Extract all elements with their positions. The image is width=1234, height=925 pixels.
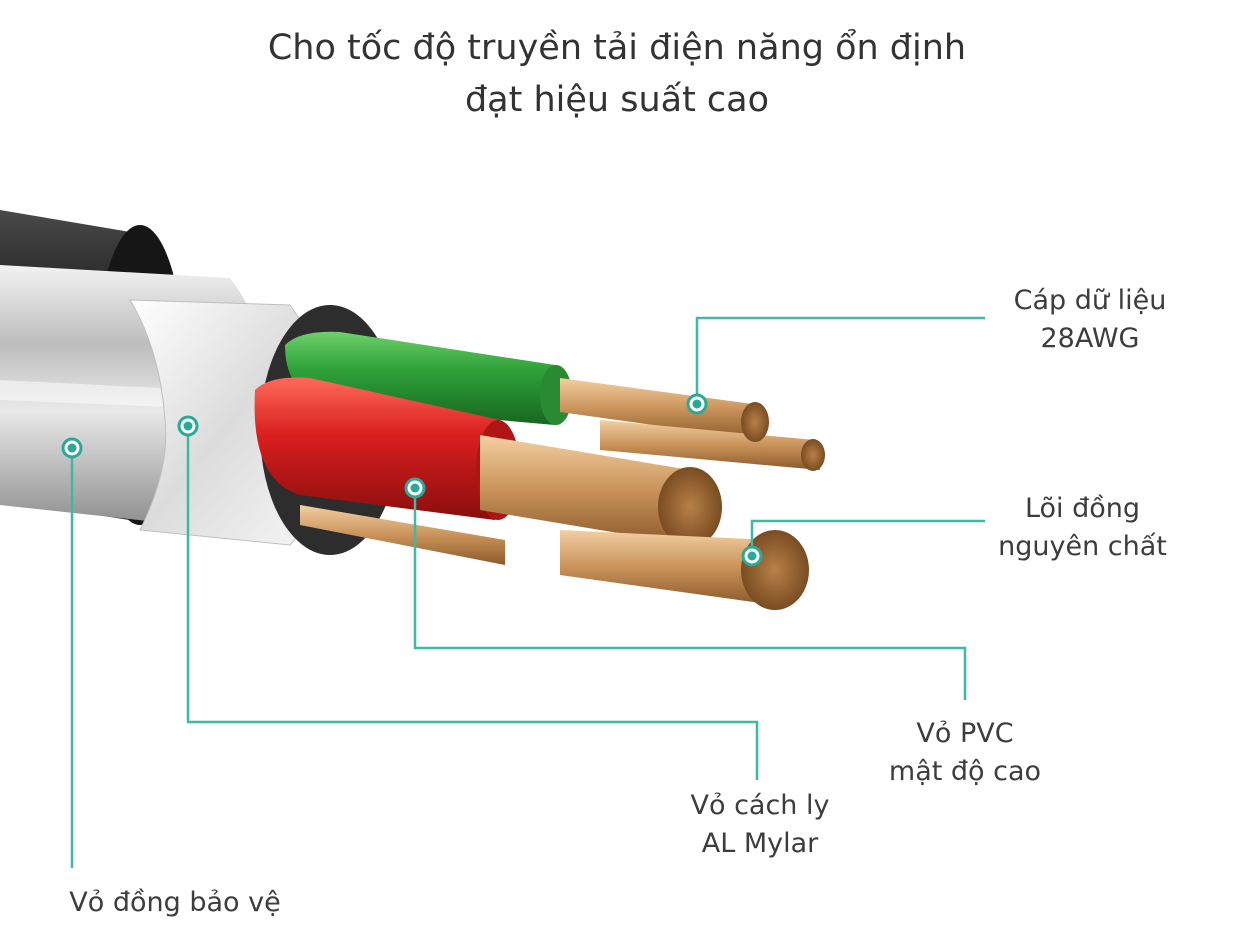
callout-line-data-cable bbox=[695, 316, 985, 404]
label-copper-core-line-2: nguyên chất bbox=[998, 531, 1167, 562]
callout-line-copper-core bbox=[750, 519, 985, 556]
label-copper-shield-line-1: Vỏ đồng bảo vệ bbox=[69, 887, 281, 918]
label-copper-shield: Vỏ đồng bảo vệ bbox=[30, 884, 320, 922]
red-wire bbox=[254, 377, 722, 547]
label-copper-core: Lõi đồng nguyên chất bbox=[975, 490, 1190, 566]
label-al-mylar: Vỏ cách ly AL Mylar bbox=[660, 787, 860, 863]
label-data-cable-line-2: 28AWG bbox=[1040, 323, 1140, 354]
copper-core bbox=[560, 530, 809, 610]
label-data-cable-line-1: Cáp dữ liệu bbox=[1013, 285, 1167, 316]
callout-line-mylar bbox=[186, 426, 759, 780]
label-copper-core-line-1: Lõi đồng bbox=[1024, 493, 1141, 524]
label-pvc-jacket: Vỏ PVC mật độ cao bbox=[865, 715, 1065, 791]
drain-strands bbox=[300, 505, 505, 565]
label-pvc-jacket-line-2: mật độ cao bbox=[888, 756, 1042, 787]
title-line-1: Cho tốc độ truyền tải điện năng ổn định bbox=[267, 28, 967, 68]
label-pvc-jacket-line-1: Vỏ PVC bbox=[916, 718, 1014, 749]
label-al-mylar-line-1: Vỏ cách ly bbox=[690, 790, 830, 821]
callout-line-pvc bbox=[413, 488, 967, 700]
title-line-2: đạt hiệu suất cao bbox=[464, 80, 770, 120]
callout-dots bbox=[61, 393, 763, 567]
label-al-mylar-line-2: AL Mylar bbox=[701, 828, 819, 859]
callout-lines bbox=[70, 316, 985, 868]
label-data-cable: Cáp dữ liệu 28AWG bbox=[990, 282, 1190, 358]
page-title: Cho tốc độ truyền tải điện năng ổn định … bbox=[0, 22, 1234, 126]
green-wire bbox=[285, 331, 825, 471]
